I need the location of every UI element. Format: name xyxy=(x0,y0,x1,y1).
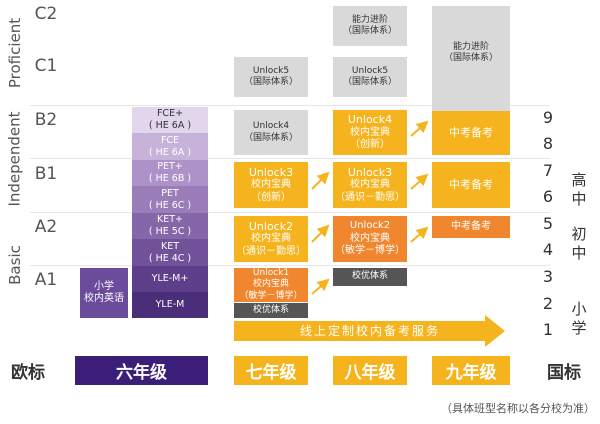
grade6-level-name: YLE-M xyxy=(155,299,185,311)
grade7-bar: 七年级 xyxy=(234,356,308,385)
arrow-icon xyxy=(311,224,330,243)
g9-exam-prep-2: 中考备考 xyxy=(432,162,510,208)
grade6-level-name: KET xyxy=(160,240,180,252)
cefr-level-a2: A2 xyxy=(34,217,58,237)
grade6-level-box: YLE-M xyxy=(132,292,208,318)
grade6-level-code: ( HE 6A ) xyxy=(148,120,192,131)
grade6-level-box: FCE+( HE 6A ) xyxy=(132,107,208,133)
arrow-icon xyxy=(410,226,429,243)
national-grade-number: 5 xyxy=(542,214,554,233)
grade6-level-code: ( HE 6A ) xyxy=(148,146,192,158)
national-level-text: 初中 xyxy=(571,225,587,262)
national-level-high: 高中 xyxy=(566,165,592,215)
grade6-level-name: PET+ xyxy=(157,161,183,173)
national-label: 国标 xyxy=(547,363,581,383)
arrow-icon xyxy=(410,173,429,190)
g8-unlock5: Unlock5（国际体系） xyxy=(333,57,407,97)
national-grade-number: 3 xyxy=(542,267,554,286)
online-service-label: 线上定制校内备考服务 xyxy=(299,323,440,338)
grade6-level-box: FCE( HE 6A ) xyxy=(132,133,208,160)
national-level-middle: 初中 xyxy=(566,218,592,270)
g9-exam-prep-1: 中考备考 xyxy=(432,111,510,155)
footnote: （具体班型名称以各分校为准） xyxy=(441,402,595,415)
cefr-level-b2: B2 xyxy=(34,110,58,130)
national-level-text: 高中 xyxy=(571,171,587,208)
grade6-level-name: KET+ xyxy=(157,214,183,226)
grade6-level-code: ( HE 6B ) xyxy=(148,173,192,184)
cefr-level-b1: B1 xyxy=(34,164,58,184)
g9-advanced-extension xyxy=(432,97,510,111)
national-grade-number: 9 xyxy=(542,108,554,127)
grade6-bar: 六年级 xyxy=(75,356,208,385)
g7-excellent-system: 校优体系 xyxy=(234,303,308,318)
grade6-level-box: KET+( HE 5C ) xyxy=(132,213,208,239)
cefr-level-a1: A1 xyxy=(34,270,58,290)
grid-line xyxy=(30,105,550,106)
national-grade-number: 1 xyxy=(542,320,554,339)
g8-excellent-system: 校优体系 xyxy=(333,268,407,286)
g7-unlock5: Unlock5（国际体系） xyxy=(234,57,308,97)
grid-line xyxy=(30,158,550,159)
cefr-level-c1: C1 xyxy=(34,56,58,76)
arrow-icon xyxy=(311,278,330,295)
grade6-level-box: KET( HE 4C ) xyxy=(132,239,208,266)
grade8-bar: 八年级 xyxy=(333,356,407,385)
cefr-label: 欧标 xyxy=(11,363,45,383)
grade6-level-box: YLE-M+ xyxy=(132,266,208,292)
grade6-level-code: ( HE 6C ) xyxy=(148,199,192,211)
national-grade-number: 8 xyxy=(542,134,554,153)
g7-unlock4: Unlock4（国际体系） xyxy=(234,110,308,155)
arrow-icon xyxy=(410,120,429,137)
online-service-arrow xyxy=(234,315,505,347)
g9-advanced: 能力进阶（国际体系） xyxy=(432,6,510,97)
grade6-level-code: ( HE 5C ) xyxy=(148,226,192,237)
grade6-level-box: PET+( HE 6B ) xyxy=(132,160,208,186)
national-grade-number: 4 xyxy=(542,240,554,259)
grade6-level-code: ( HE 4C ) xyxy=(148,252,192,264)
g9-exam-prep-3: 中考备考 xyxy=(432,216,510,238)
primary-school-english: 小学 校内英语 xyxy=(80,268,128,318)
grade6-level-name: YLE-M+ xyxy=(151,273,189,285)
national-grade-number: 6 xyxy=(542,187,554,206)
arrow-icon xyxy=(311,171,330,190)
grid-line xyxy=(30,212,550,213)
national-level-primary: 小学 xyxy=(566,294,592,344)
national-grade-number: 2 xyxy=(542,294,554,313)
grade6-level-box: PET( HE 6C ) xyxy=(132,186,208,213)
cefr-level-c2: C2 xyxy=(34,4,58,24)
g8-advanced: 能力进阶（国际体系） xyxy=(333,6,407,46)
grid-line xyxy=(30,265,550,266)
national-grade-number: 7 xyxy=(542,161,554,180)
grade9-bar: 九年级 xyxy=(432,356,510,385)
national-level-text: 小学 xyxy=(571,300,587,337)
grade6-level-name: FCE+ xyxy=(156,108,184,120)
grade6-level-name: FCE xyxy=(160,134,180,146)
grade6-level-name: PET xyxy=(161,187,179,199)
